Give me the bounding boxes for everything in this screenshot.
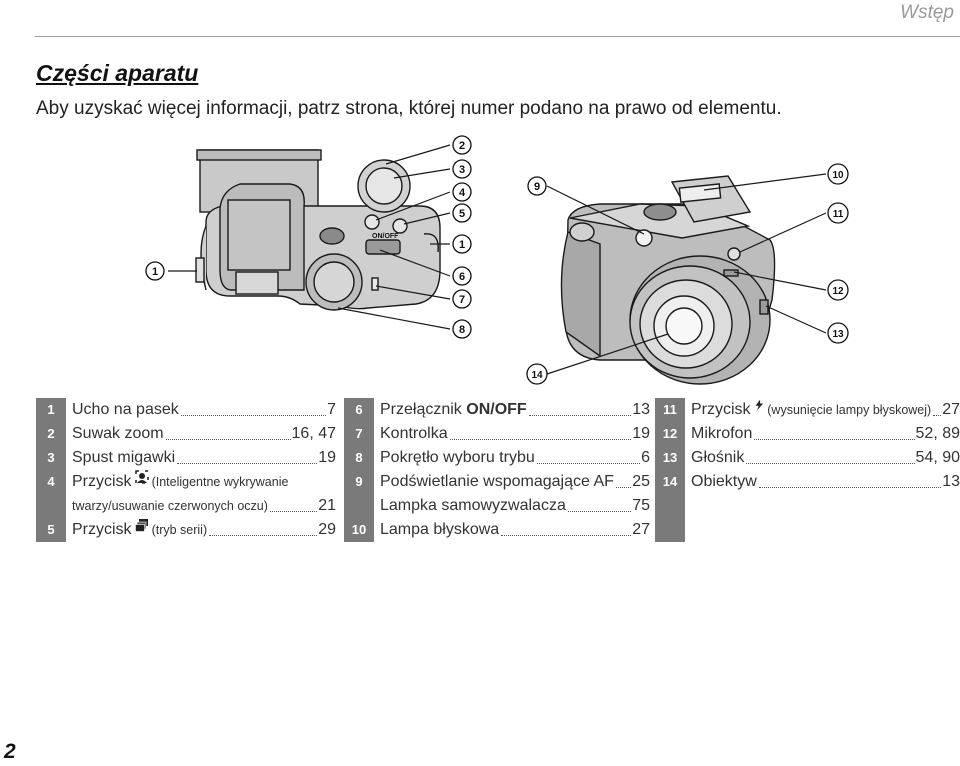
page-title: Części aparatu bbox=[36, 60, 199, 86]
legend-column-3: 11 Przycisk (wysunięcie lampy błyskowej)… bbox=[655, 398, 960, 542]
callout-4: 4 bbox=[459, 187, 466, 199]
camera-top-view bbox=[195, 149, 441, 311]
legend-column-1: 1 Ucho na pasek 7 2 Suwak zoom 16, 47 3 Sp… bbox=[36, 398, 336, 542]
item-number: 14 bbox=[655, 470, 685, 542]
flash-icon bbox=[755, 399, 763, 411]
item-pages: 54, 90 bbox=[915, 449, 960, 466]
item-label: Głośnik bbox=[691, 449, 745, 466]
item-pages: 52, 89 bbox=[915, 425, 960, 442]
legend-item-4: 4 Przycisk (Inteligentne wykrywanie twar… bbox=[36, 470, 336, 518]
callout-2: 2 bbox=[459, 140, 465, 152]
page-number: 2 bbox=[4, 740, 16, 763]
burst-mode-icon bbox=[134, 519, 148, 532]
item-number: 4 bbox=[36, 470, 66, 518]
callout-6: 6 bbox=[459, 271, 465, 283]
face-detection-icon bbox=[134, 470, 149, 484]
item-number: 1 bbox=[36, 398, 66, 422]
item-pages: 16, 47 bbox=[291, 425, 336, 442]
item-label: Przycisk bbox=[691, 401, 751, 418]
item-note-continued: twarzy/usuwanie czerwonych oczu) bbox=[72, 499, 268, 513]
item-label: Ucho na pasek bbox=[72, 401, 179, 418]
callout-1-left: 1 bbox=[152, 266, 158, 278]
item-pages: 19 bbox=[632, 425, 650, 442]
item-note: (wysunięcie lampy błyskowej) bbox=[767, 403, 932, 417]
item-number: 8 bbox=[344, 446, 374, 470]
item-number: 2 bbox=[36, 422, 66, 446]
header-rule bbox=[35, 36, 960, 37]
legend-item-3: 3 Spust migawki 19 bbox=[36, 446, 336, 470]
item-pages: 13 bbox=[942, 473, 960, 490]
camera-diagram: 1 2 3 4 5 1 6 7 8 9 10 11 12 13 14 ON/OF… bbox=[145, 135, 849, 385]
item-pages-second: 75 bbox=[632, 497, 650, 514]
callout-7: 7 bbox=[459, 294, 465, 306]
item-label-second: Lampka samowyzwalacza bbox=[380, 497, 566, 514]
item-pages: 27 bbox=[942, 401, 960, 418]
item-pages: 21 bbox=[318, 497, 336, 514]
callout-8: 8 bbox=[459, 324, 465, 336]
item-number: 9 bbox=[344, 470, 374, 518]
item-label: Mikrofon bbox=[691, 425, 753, 442]
legend-item-9: 9 Podświetlanie wspomagające AF 25 Lampka… bbox=[344, 470, 650, 518]
callout-9: 9 bbox=[534, 181, 540, 193]
legend-item-1: 1 Ucho na pasek 7 bbox=[36, 398, 336, 422]
item-number: 10 bbox=[344, 518, 374, 542]
legend-column-2: 6 Przełącznik ON/OFF 13 7 Kontrolka 19 8 P… bbox=[344, 398, 650, 542]
legend-item-5: 5 Przycisk (tryb serii) 29 bbox=[36, 518, 336, 542]
camera-on-off-marking: ON/OFF bbox=[372, 233, 399, 240]
item-label: Pokrętło wyboru trybu bbox=[380, 449, 535, 466]
item-label-bold: ON/OFF bbox=[466, 401, 527, 418]
item-label: Przycisk bbox=[72, 521, 132, 538]
item-pages: 7 bbox=[327, 401, 336, 418]
legend-item-11: 11 Przycisk (wysunięcie lampy błyskowej)… bbox=[655, 398, 960, 422]
item-label: Suwak zoom bbox=[72, 425, 164, 442]
item-label: Przycisk bbox=[72, 473, 132, 490]
item-label: Obiektyw bbox=[691, 473, 757, 490]
camera-perspective-view bbox=[560, 175, 776, 385]
legend-item-12: 12 Mikrofon 52, 89 bbox=[655, 422, 960, 446]
callout-3: 3 bbox=[459, 164, 465, 176]
item-label: Lampa błyskowa bbox=[380, 521, 500, 538]
item-number: 12 bbox=[655, 422, 685, 446]
item-note: (Inteligentne wykrywanie bbox=[151, 475, 289, 489]
item-number: 5 bbox=[36, 518, 66, 542]
section-label: Wstęp bbox=[900, 2, 954, 23]
legend-item-6: 6 Przełącznik ON/OFF 13 bbox=[344, 398, 650, 422]
item-pages: 19 bbox=[318, 449, 336, 466]
callout-1-right: 1 bbox=[459, 239, 465, 251]
item-label: Podświetlanie wspomagające AF bbox=[380, 473, 614, 490]
item-number: 13 bbox=[655, 446, 685, 470]
legend-item-13: 13 Głośnik 54, 90 bbox=[655, 446, 960, 470]
callout-10: 10 bbox=[832, 170, 844, 181]
callout-14: 14 bbox=[531, 370, 543, 381]
callout-12: 12 bbox=[832, 286, 844, 297]
item-number: 7 bbox=[344, 422, 374, 446]
item-pages: 6 bbox=[641, 449, 650, 466]
item-number: 11 bbox=[655, 398, 685, 422]
item-label: Przełącznik bbox=[380, 401, 462, 418]
legend-item-2: 2 Suwak zoom 16, 47 bbox=[36, 422, 336, 446]
intro-text: Aby uzyskać więcej informacji, patrz str… bbox=[36, 98, 782, 119]
item-note: (tryb serii) bbox=[151, 523, 208, 537]
callout-13: 13 bbox=[832, 329, 844, 340]
item-label: Kontrolka bbox=[380, 425, 448, 442]
legend-item-14: 14 Obiektyw 13 bbox=[655, 470, 960, 542]
item-label: Spust migawki bbox=[72, 449, 176, 466]
item-number: 3 bbox=[36, 446, 66, 470]
callout-5: 5 bbox=[459, 208, 465, 220]
legend-item-8: 8 Pokrętło wyboru trybu 6 bbox=[344, 446, 650, 470]
item-pages: 29 bbox=[318, 521, 336, 538]
legend-item-10: 10 Lampa błyskowa 27 bbox=[344, 518, 650, 542]
item-pages: 25 bbox=[632, 473, 650, 490]
item-number: 6 bbox=[344, 398, 374, 422]
legend-item-7: 7 Kontrolka 19 bbox=[344, 422, 650, 446]
item-pages: 13 bbox=[632, 401, 650, 418]
item-pages: 27 bbox=[632, 521, 650, 538]
callout-11: 11 bbox=[833, 209, 844, 220]
